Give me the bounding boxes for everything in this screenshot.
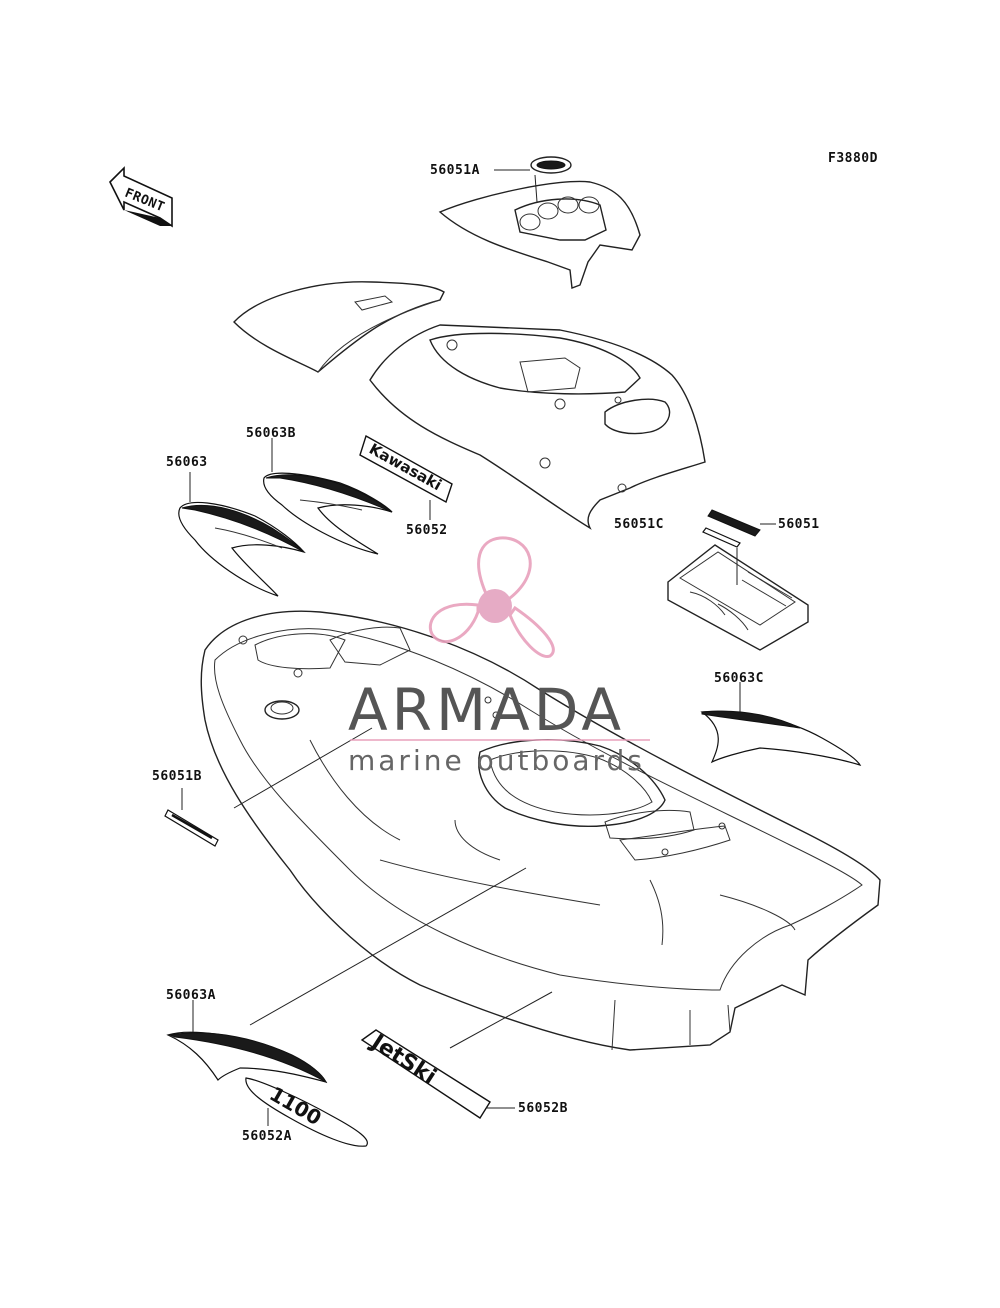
callout-56051A: 56051A (430, 163, 480, 178)
small-decal-56051B (164, 727, 373, 847)
propeller-watermark-icon (428, 536, 555, 658)
callout-56051C: 56051C (614, 517, 664, 532)
side-decal-56063C (700, 682, 862, 767)
callout-56052A: 56052A (242, 1129, 292, 1144)
instrument-cover (438, 156, 641, 289)
hull-decal-56063A (166, 867, 527, 1084)
small-strip-56051C (702, 527, 741, 548)
small-decal-56051 (707, 509, 776, 537)
kawasaki-decal-text: Kawasaki (366, 440, 445, 494)
callout-56063B: 56063B (246, 426, 296, 441)
callout-56063C: 56063C (714, 671, 764, 686)
callout-56051B: 56051B (152, 769, 202, 784)
storage-tray (667, 544, 809, 651)
callout-56052: 56052 (406, 523, 448, 538)
callout-56063A: 56063A (166, 988, 216, 1003)
callout-56051: 56051 (778, 517, 820, 532)
jetski-decal-text: JetSki (365, 1029, 440, 1090)
hull (200, 610, 881, 1051)
jetski-decal-56052B: JetSki (360, 991, 553, 1119)
seat-cover (233, 281, 445, 373)
watermark-brand: ARMADA (348, 676, 625, 744)
watermark-tagline: marine outboards (348, 744, 645, 777)
model-decal-text: 1100 (266, 1082, 326, 1131)
callout-56063: 56063 (166, 455, 208, 470)
figure-code: F3880D (828, 151, 878, 166)
upper-deck (369, 324, 706, 530)
callout-56052B: 56052B (518, 1101, 568, 1116)
stripe-decal-56063B (263, 438, 393, 555)
stripe-decal-56063 (178, 472, 306, 597)
front-arrow-icon: FRONT (109, 166, 173, 228)
